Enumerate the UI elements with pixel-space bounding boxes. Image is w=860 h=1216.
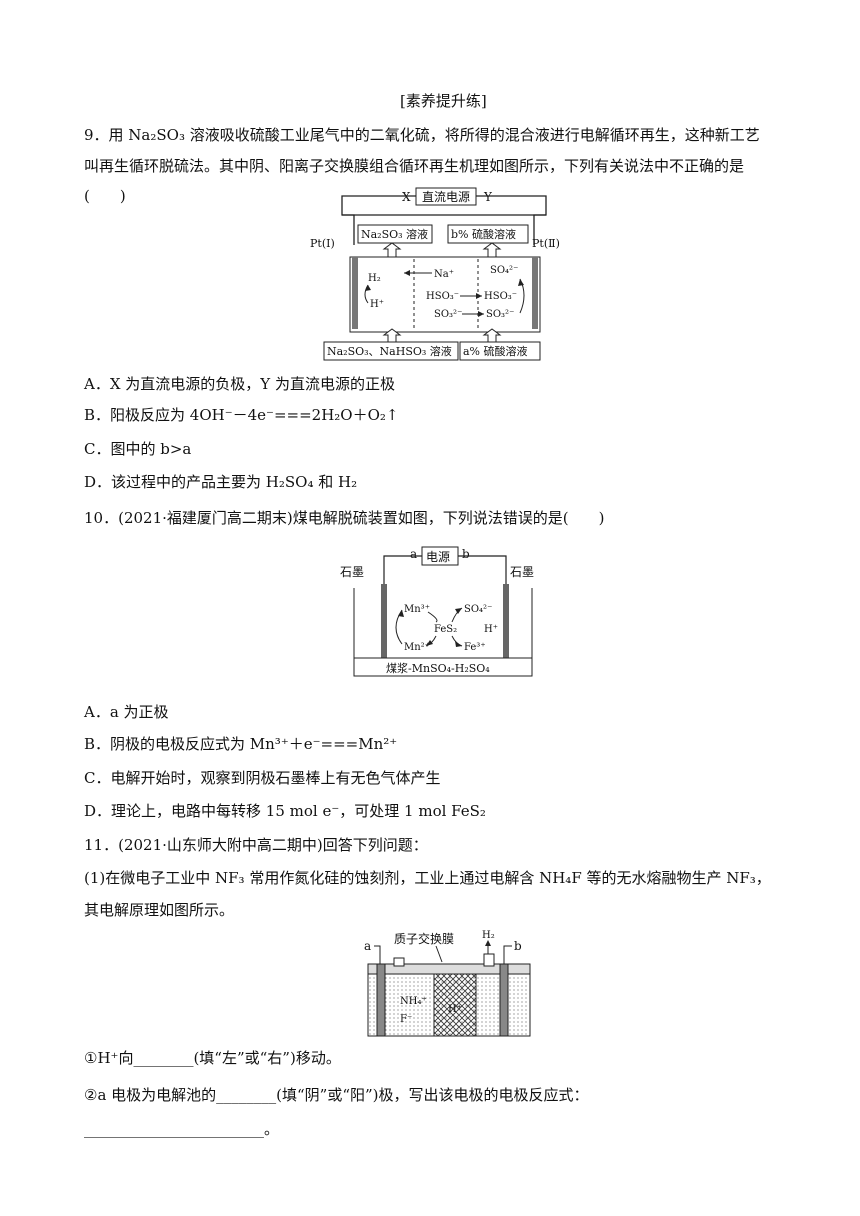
- q10-h-plus: H⁺: [484, 624, 498, 635]
- q11-a-label: a: [364, 939, 371, 953]
- q9-y-label: Y: [483, 190, 493, 204]
- q11-sub1: ①H⁺向________(填“左”或“右”)移动。: [84, 1049, 341, 1067]
- q9-h-plus: H⁺: [370, 299, 384, 310]
- q9-na-plus: Na⁺: [434, 269, 454, 280]
- q9-option-c: C．图中的 b>a: [84, 440, 192, 458]
- q11-h2: H₂: [482, 930, 495, 941]
- q11-membrane-label: 质子交换膜: [394, 931, 454, 946]
- q9-option-a: A．X 为直流电源的负极，Y 为直流电源的正极: [84, 375, 395, 393]
- q10-stem: 10．(2021·福建厦门高二期末)煤电解脱硫装置如图，下列说法错误的是( ): [84, 509, 605, 527]
- q10-option-b: B．阴极的电极反应式为 Mn³⁺＋e⁻===Mn²⁺: [84, 735, 398, 753]
- q9-top-right-box: b% 硫酸溶液: [451, 227, 516, 241]
- q10-a-label: a: [410, 547, 417, 561]
- q11-h-plus: H⁺: [448, 1004, 462, 1015]
- q11-b-label: b: [514, 939, 522, 953]
- q9-power-label: 直流电源: [422, 190, 470, 204]
- q9-stem-line1: 9．用 Na₂SO₃ 溶液吸收硫酸工业尾气中的二氧化硫，将所得的混合液进行电解循…: [84, 126, 760, 144]
- q9-so3-right: SO₃²⁻: [486, 309, 514, 320]
- q10-b-label: b: [462, 547, 470, 561]
- q10-power-label: 电源: [426, 550, 450, 564]
- q10-option-a: A．a 为正极: [84, 703, 169, 721]
- q9-option-d: D．该过程中的产品主要为 H₂SO₄ 和 H₂: [84, 473, 358, 491]
- q10-left-electrode: 石墨: [340, 565, 364, 579]
- q9-right-electrode: Pt(Ⅱ): [532, 237, 560, 250]
- q10-right-electrode: 石墨: [510, 565, 534, 579]
- q9-left-electrode: Pt(Ⅰ): [310, 237, 335, 250]
- q9-bottom-right-box: a% 硫酸溶液: [463, 344, 528, 358]
- section-title: [素养提升练]: [400, 92, 487, 110]
- q11-part1-line1: (1)在微电子工业中 NF₃ 常用作氮化硅的蚀刻剂，工业上通过电解含 NH₄F …: [84, 869, 771, 887]
- q9-option-b: B．阳极反应为 4OH⁻－4e⁻===2H₂O＋O₂↑: [84, 406, 399, 424]
- q10-mn3: Mn³⁺: [404, 604, 430, 615]
- q10-so4: SO₄²⁻: [464, 604, 492, 615]
- q11-stem: 11．(2021·山东师大附中高二期中)回答下列问题：: [84, 836, 428, 854]
- q10-option-d: D．理论上，电路中每转移 15 mol e⁻，可处理 1 mol FeS₂: [84, 802, 486, 820]
- q9-top-left-box: Na₂SO₃ 溶液: [361, 227, 428, 241]
- q9-hso3-left: HSO₃⁻: [426, 291, 459, 302]
- q9-h2: H₂: [368, 273, 381, 284]
- q10-mn2: Mn²⁺: [404, 642, 430, 653]
- q10-option-c: C．电解开始时，观察到阴极石墨棒上有无色气体产生: [84, 769, 441, 787]
- q11-nh4: NH₄⁺: [400, 996, 427, 1007]
- q11-sub2-line1: ②a 电极为电解池的________(填“阴”或“阳”)极，写出该电极的电极反应…: [84, 1086, 589, 1104]
- q10-fe3: Fe³⁺: [464, 642, 486, 653]
- q9-hso3-right: HSO₃⁻: [484, 291, 517, 302]
- q9-so3-left: SO₃²⁻: [434, 309, 462, 320]
- q11-sub2-line2: ________________________。: [84, 1120, 280, 1138]
- q10-figure: a b 电源 石墨 石墨 Mn³⁺ SO₄²⁻ FeS₂ H⁺ Mn²⁺ Fe³…: [340, 546, 534, 677]
- q11-part1-line2: 其电解原理如图所示。: [84, 901, 235, 919]
- q9-figure: X Y 直流电源 Na₂SO₃ 溶液 b% 硫酸溶液 Pt(Ⅰ) Pt(Ⅱ) H…: [310, 187, 560, 361]
- q11-f-minus: F⁻: [400, 1014, 412, 1025]
- q9-stem-line2: 叫再生循环脱硫法。其中阴、阳离子交换膜组合循环再生机理如图所示，下列有关说法中不…: [84, 157, 745, 205]
- q9-x-label: X: [402, 190, 411, 204]
- q11-figure: a 质子交换膜 H₂ b NH₄⁺ F⁻ H⁺: [364, 930, 531, 1037]
- q9-so4: SO₄²⁻: [490, 265, 518, 276]
- q10-caption: 煤浆-MnSO₄-H₂SO₄: [386, 661, 490, 675]
- q9-bottom-left-box: Na₂SO₃、NaHSO₃ 溶液: [327, 344, 452, 358]
- q10-fes2: FeS₂: [434, 624, 457, 635]
